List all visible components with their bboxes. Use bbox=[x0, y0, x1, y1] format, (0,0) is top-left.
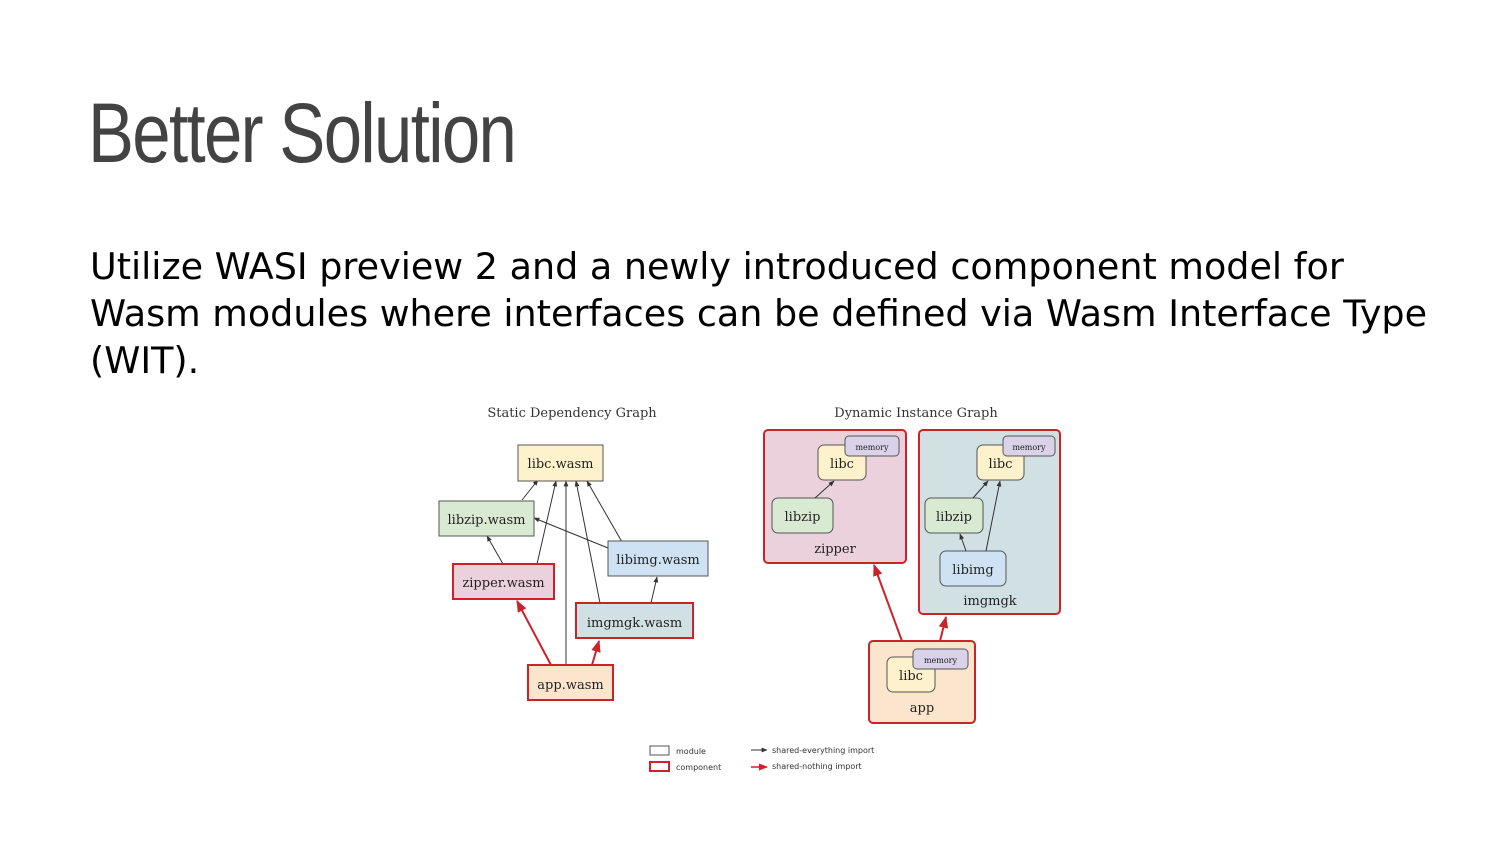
zipper-libzip-box bbox=[771, 497, 834, 534]
imgmgk-memory-label: memory bbox=[1012, 443, 1046, 452]
edge-app-instance-imgmgk bbox=[938, 615, 949, 642]
imgmgk-edge-libzip-libc bbox=[972, 480, 989, 499]
static-graph-title: Static Dependency Graph bbox=[487, 406, 657, 421]
edge-libzip-libc bbox=[521, 479, 539, 501]
edge-zipper-libc bbox=[536, 480, 558, 565]
node-libimg-wasm: libimg.wasm bbox=[607, 540, 709, 577]
zipper-libc-label: libc bbox=[830, 457, 854, 472]
dynamic-graph-title: Dynamic Instance Graph bbox=[834, 406, 998, 421]
zipper-libzip-label: libzip bbox=[785, 510, 821, 525]
legend-shared-nothing-label: shared-nothing import bbox=[772, 762, 862, 771]
legend-component-swatch bbox=[649, 761, 670, 772]
legend-shared-everything-label: shared-everything import bbox=[772, 746, 874, 755]
imgmgk-libimg-label: libimg bbox=[952, 563, 993, 578]
imgmgk-libc-label: libc bbox=[989, 457, 1013, 472]
imgmgk-memory-box bbox=[1002, 435, 1056, 457]
dynamic-graph-red-edges bbox=[873, 563, 949, 642]
node-zipper-wasm: zipper.wasm bbox=[452, 563, 555, 600]
imgmgk-libzip-box bbox=[924, 497, 984, 534]
instance-imgmgk: libc memory libzip libimg imgmgk bbox=[918, 429, 1061, 615]
node-imgmgk-wasm: imgmgk.wasm bbox=[575, 602, 694, 639]
instance-zipper: libc memory libzip zipper bbox=[763, 429, 907, 564]
zipper-edge-libzip-libc bbox=[814, 480, 835, 499]
node-app-wasm: app.wasm bbox=[527, 664, 614, 701]
slide-title: Better Solution bbox=[88, 86, 517, 180]
edge-app-zipper bbox=[516, 599, 552, 666]
node-libc-wasm: libc.wasm bbox=[517, 444, 604, 482]
legend-component-label: component bbox=[676, 763, 721, 772]
slide-body-text: Utilize WASI preview 2 and a newly intro… bbox=[90, 245, 1428, 382]
app-memory-label: memory bbox=[924, 656, 958, 665]
imgmgk-edge-libimg-libzip bbox=[959, 533, 967, 552]
node-imgmgk-wasm-label: imgmgk.wasm bbox=[587, 616, 682, 631]
app-memory-box bbox=[912, 648, 969, 670]
edge-app-imgmgk bbox=[591, 639, 601, 666]
node-libimg-wasm-label: libimg.wasm bbox=[616, 553, 699, 568]
zipper-memory-box bbox=[844, 435, 900, 457]
app-instance-label: app bbox=[910, 701, 934, 716]
legend-module-label: module bbox=[676, 747, 706, 756]
edge-imgmgk-libc bbox=[574, 480, 601, 604]
imgmgk-libimg-box bbox=[939, 550, 1007, 587]
static-graph-red-edges bbox=[516, 599, 601, 666]
imgmgk-edge-libimg-libc bbox=[985, 480, 1002, 552]
static-graph-black-edges bbox=[486, 479, 659, 665]
node-zipper-wasm-label: zipper.wasm bbox=[462, 576, 544, 591]
edge-app-instance-zipper bbox=[873, 563, 903, 642]
node-libzip-wasm-label: libzip.wasm bbox=[448, 513, 526, 528]
zipper-instance-label: zipper bbox=[814, 542, 856, 557]
imgmgk-instance-label: imgmgk bbox=[963, 594, 1016, 609]
node-libzip-wasm: libzip.wasm bbox=[438, 500, 535, 537]
app-libc-label: libc bbox=[899, 669, 923, 684]
edge-zipper-libzip bbox=[486, 535, 504, 565]
edge-imgmgk-libimg bbox=[650, 576, 659, 604]
instance-app: libc memory app bbox=[868, 640, 976, 724]
edge-libimg-libzip bbox=[533, 517, 609, 549]
edge-libimg-libc bbox=[586, 480, 623, 543]
node-libc-wasm-label: libc.wasm bbox=[528, 457, 594, 472]
legend: module component shared-everything impor… bbox=[649, 745, 874, 772]
zipper-memory-label: memory bbox=[855, 443, 889, 452]
imgmgk-libzip-label: libzip bbox=[936, 510, 972, 525]
legend-module-swatch bbox=[649, 745, 670, 756]
node-app-wasm-label: app.wasm bbox=[537, 678, 603, 693]
